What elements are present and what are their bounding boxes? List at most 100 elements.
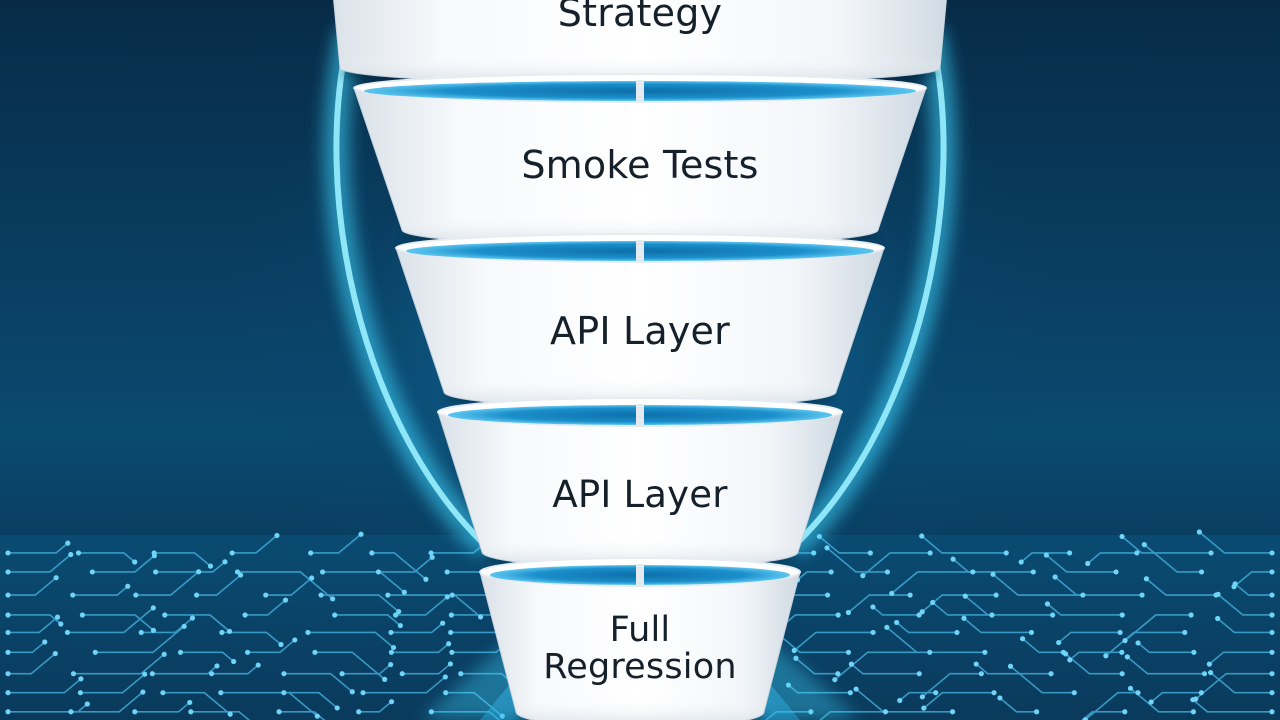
- stage-label-smoke-tests: Smoke Tests: [521, 143, 759, 187]
- circuit-node: [1019, 636, 1026, 642]
- circuit-node: [1215, 591, 1221, 597]
- circuit-trace: [1143, 544, 1202, 573]
- circuit-trace: [152, 665, 218, 675]
- circuit-trace: [307, 631, 395, 649]
- circuit-node: [1063, 651, 1069, 657]
- circuit-node: [1119, 649, 1125, 655]
- circuit-node: [933, 690, 939, 696]
- circuit-node: [1269, 671, 1275, 677]
- circuit-node: [848, 661, 855, 667]
- circuit-trace: [899, 691, 936, 702]
- circuit-trace: [232, 534, 278, 554]
- circuit-node: [1269, 592, 1275, 598]
- circuit-trace: [8, 652, 56, 675]
- circuit-node: [319, 569, 326, 575]
- circuit-node: [396, 608, 402, 615]
- circuit-node: [1067, 657, 1073, 663]
- circuit-node: [401, 589, 407, 595]
- circuit-node: [1127, 685, 1134, 691]
- circuit-trace: [80, 673, 146, 694]
- circuit-trace: [1010, 665, 1075, 694]
- circuit-node: [133, 592, 139, 598]
- circuit-node: [961, 615, 967, 621]
- circuit-trace: [391, 643, 450, 654]
- circuit-node: [1048, 671, 1054, 677]
- circuit-node: [229, 550, 235, 556]
- circuit-node: [330, 596, 336, 602]
- circuit-node: [1119, 533, 1125, 540]
- circuit-node: [824, 592, 831, 598]
- circuit-node: [1003, 550, 1009, 556]
- circuit-node: [276, 709, 282, 715]
- circuit-trace: [221, 631, 282, 646]
- circuit-node: [1103, 653, 1109, 659]
- circuit-node: [853, 686, 859, 692]
- circuit-node: [356, 709, 362, 715]
- circuit-node: [429, 554, 435, 560]
- circuit-node: [793, 655, 799, 661]
- circuit-node: [1188, 612, 1194, 618]
- circuit-node: [982, 649, 988, 655]
- circuit-node: [1085, 560, 1091, 567]
- circuit-trace: [795, 657, 838, 675]
- circuit-trace: [1145, 578, 1216, 596]
- circuit-node: [388, 649, 394, 655]
- circuit-node: [70, 592, 76, 598]
- circuit-node: [1208, 550, 1214, 556]
- stage-full-regression-stem-segment: [636, 564, 644, 586]
- circuit-node: [5, 709, 11, 715]
- circuit-node: [5, 629, 11, 636]
- circuit-node: [1122, 709, 1128, 715]
- circuit-node: [68, 551, 74, 558]
- circuit-node: [162, 612, 168, 618]
- circuit-node: [1269, 612, 1275, 618]
- circuit-trace: [1129, 687, 1194, 713]
- circuit-node: [274, 532, 280, 539]
- circuit-node: [954, 629, 960, 636]
- circuit-trace: [850, 663, 920, 675]
- circuit-node: [1135, 690, 1141, 696]
- circuit-node: [1269, 690, 1275, 696]
- circuit-node: [278, 641, 284, 648]
- circuit-node: [79, 612, 86, 618]
- circuit-trace: [921, 535, 1007, 554]
- circuit-trace: [8, 542, 69, 554]
- circuit-trace: [1081, 710, 1125, 720]
- circuit-trace: [1210, 671, 1272, 694]
- circuit-trace: [1198, 531, 1272, 554]
- circuit-node: [1113, 569, 1119, 575]
- circuit-node: [884, 624, 890, 630]
- circuit-node: [1134, 550, 1140, 556]
- circuit-trace: [8, 616, 59, 634]
- circuit-node: [1043, 552, 1049, 558]
- stage-full-regression: [479, 557, 801, 720]
- circuit-node: [388, 699, 395, 705]
- circuit-node: [1232, 581, 1238, 587]
- circuit-node: [448, 612, 454, 618]
- circuit-trace: [872, 606, 920, 616]
- circuit-node: [978, 671, 984, 677]
- circuit-node: [305, 629, 311, 636]
- circuit-node: [222, 559, 228, 565]
- circuit-node: [907, 592, 913, 598]
- circuit-node: [927, 649, 933, 655]
- circuit-node: [388, 661, 394, 668]
- circuit-trace: [8, 577, 57, 596]
- funnel-stages: [333, 0, 947, 720]
- circuit-node: [231, 658, 237, 665]
- circuit-trace: [95, 625, 185, 654]
- circuit-node: [1269, 550, 1275, 556]
- circuit-trace: [134, 701, 191, 713]
- circuit-node: [882, 709, 889, 715]
- stage-api-layer-second-stem-segment: [636, 404, 644, 426]
- circuit-node: [234, 569, 241, 575]
- circuit-trace: [135, 571, 200, 596]
- circuit-node: [894, 619, 900, 626]
- circuit-node: [930, 599, 936, 606]
- circuit-trace: [1084, 691, 1138, 720]
- circuit-node: [1269, 629, 1275, 636]
- circuit-node: [161, 651, 167, 657]
- circuit-node: [1196, 529, 1202, 535]
- circuit-node: [255, 662, 261, 668]
- circuit-node: [70, 671, 77, 677]
